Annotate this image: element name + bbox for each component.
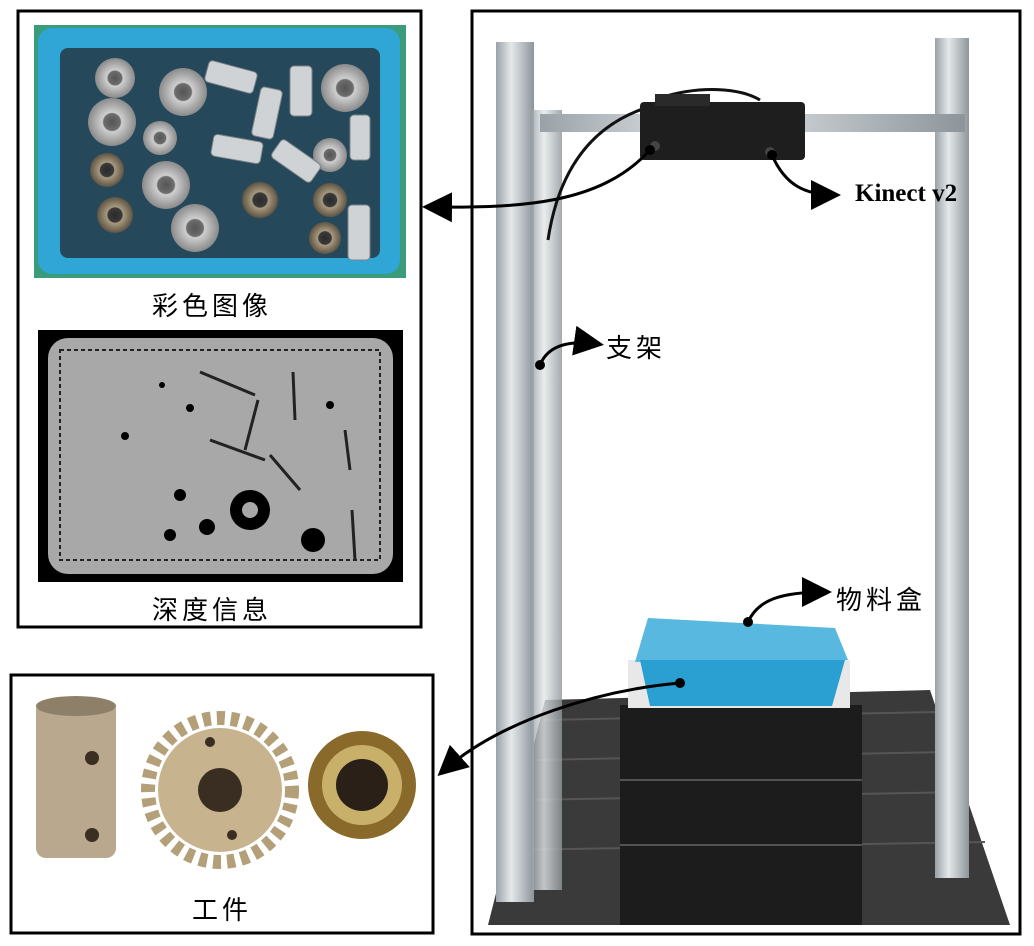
color-image: [34, 25, 406, 278]
kinect-camera: [640, 94, 805, 160]
camera-label-arrow: [770, 154, 841, 210]
setup-photo: [488, 38, 1010, 925]
material-box: [635, 618, 848, 706]
image-panel-frame: [16, 9, 423, 629]
setup-panel-frame: [470, 9, 1022, 936]
camera-to-images-arrow: [422, 148, 652, 223]
bracket-label-arrow: [538, 325, 604, 366]
callout-arrows: [422, 148, 841, 777]
box-label-arrow: [746, 577, 832, 623]
depth-image: [38, 330, 403, 582]
workpiece-label: 工件: [192, 896, 253, 926]
material-box-label: 物料盒: [836, 586, 927, 616]
bracket-label: 支架: [606, 334, 667, 364]
workpiece-panel-frame: [9, 673, 435, 935]
workpiece-photos: [36, 696, 416, 869]
box-to-workpiece-arrow: [437, 681, 681, 777]
gear-photo: [141, 711, 299, 869]
depth-info-label: 深度信息: [152, 596, 273, 626]
kinect-label: Kinect v2: [855, 180, 958, 207]
color-image-label: 彩色图像: [152, 292, 273, 322]
